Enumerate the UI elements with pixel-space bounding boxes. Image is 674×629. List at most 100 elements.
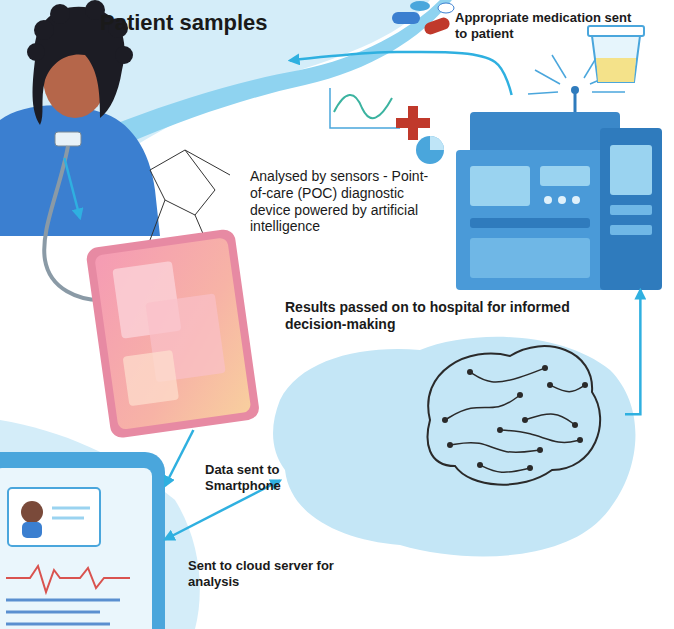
hospital-machine-part [470, 238, 590, 278]
smartphone-part [0, 452, 165, 629]
hospital-machine-part [571, 86, 579, 94]
brain-node-dot [477, 462, 483, 468]
node-caption: Results passed on to hospital for inform… [285, 299, 621, 333]
hospital-machine-part [544, 196, 552, 204]
brain-node-dot [522, 417, 528, 423]
brain-node-dot [442, 417, 448, 423]
background-bands-part [273, 337, 635, 557]
hospital-machine-part [610, 145, 652, 195]
flow-arrow [290, 52, 512, 95]
patient-figure-part [27, 43, 45, 61]
brain-node-dot [517, 392, 523, 398]
patient-figure-part [150, 150, 215, 215]
brain-circuit [480, 465, 530, 472]
chart-icons [330, 88, 444, 164]
patient-figure-part [55, 132, 81, 146]
smartphone-part [0, 468, 152, 629]
hospital-machine-part [610, 205, 652, 215]
edge-label: Appropriate medication sent to patient [455, 10, 645, 41]
smartphone-part [8, 488, 100, 546]
brain-circuit [445, 395, 520, 420]
brain-circuit [450, 443, 540, 453]
patient-figure-part [34, 20, 54, 40]
poc-device-part [85, 228, 260, 439]
patient-figure-part [115, 46, 133, 64]
hospital-machine-part [470, 112, 620, 154]
hospital-machine-part [470, 166, 530, 206]
hospital-machine-part [574, 92, 577, 112]
poc-device-part [94, 237, 251, 430]
patient-figure-part [50, 4, 70, 24]
hospital-machine-part [600, 128, 662, 290]
brain-node-dot [467, 369, 473, 375]
flow-arrow [625, 290, 640, 414]
sample-cup-part [592, 36, 640, 82]
chart-icons-part [330, 88, 400, 128]
smartphone-part [6, 566, 130, 592]
smartphone-part [21, 501, 43, 523]
brain-node-dot [537, 447, 543, 453]
smartphone-part [52, 507, 90, 510]
brain-network [428, 346, 601, 485]
brain-circuit [550, 385, 585, 392]
patient-figure-part [0, 105, 160, 236]
flow-arrow [64, 158, 80, 218]
brain-node-dot [447, 442, 453, 448]
sample-cup-part [596, 58, 636, 82]
edge-label: Data sent to Smartphone [205, 462, 330, 493]
smartphone-part [6, 599, 120, 602]
hospital-machine-part [558, 196, 566, 204]
brain-circuit [500, 430, 580, 442]
chart-icons-part [334, 95, 392, 118]
hospital-machine-part [572, 196, 580, 204]
smartphone-part [6, 611, 100, 614]
brain-network-part [442, 365, 588, 472]
brain-circuit [525, 414, 575, 425]
cloud-server-area: Results passed on to hospital for inform… [280, 295, 625, 560]
medication-pills [392, 1, 454, 36]
hospital-machine-part [592, 91, 625, 93]
flow-arrow [165, 430, 193, 486]
hospital-machine-part [552, 55, 566, 78]
edge-label: Sent to cloud server for analysis [188, 558, 368, 589]
node-title: Patient samples [100, 10, 286, 36]
chart-icons-part [416, 136, 444, 164]
poc-device [85, 228, 260, 439]
brain-circuit [470, 368, 545, 382]
node-description: Analysed by sensors - Point-of-care (POC… [250, 168, 442, 235]
hospital-machine-part [470, 218, 590, 228]
hospital-machine-part [610, 225, 652, 235]
chart-icons-part [396, 106, 430, 140]
background-bands [0, 0, 635, 629]
patient-area: Patient samples [8, 8, 290, 158]
medication-pills-part [423, 16, 452, 36]
smartphone-part [52, 517, 84, 520]
chart-icons-part [430, 136, 444, 150]
medication-pills-part [392, 12, 420, 24]
brain-node-dot [577, 437, 583, 443]
medication-pills-part [410, 1, 430, 11]
brain-node-dot [572, 422, 578, 428]
poc-device-area: Analysed by sensors - Point-of-care (POC… [80, 165, 485, 430]
brain-node-dot [547, 382, 553, 388]
smartphone-part [6, 623, 110, 626]
hospital-machine-part [535, 70, 560, 84]
brain-node-dot [527, 465, 533, 471]
medication-pills-part [438, 3, 454, 13]
brain-node-dot [582, 382, 588, 388]
smartphone [0, 452, 165, 629]
hospital-area [445, 95, 667, 290]
hospital-machine-part [528, 92, 558, 94]
hospital-machine-part [540, 166, 590, 186]
sample-cup-part [588, 26, 644, 36]
brain-node-dot [497, 427, 503, 433]
smartphone-area [0, 450, 165, 629]
brain-network-part [428, 346, 601, 485]
hospital-machine-part [456, 150, 616, 290]
brain-node-dot [542, 365, 548, 371]
sample-cup [588, 26, 644, 82]
poc-device-part [123, 350, 179, 406]
